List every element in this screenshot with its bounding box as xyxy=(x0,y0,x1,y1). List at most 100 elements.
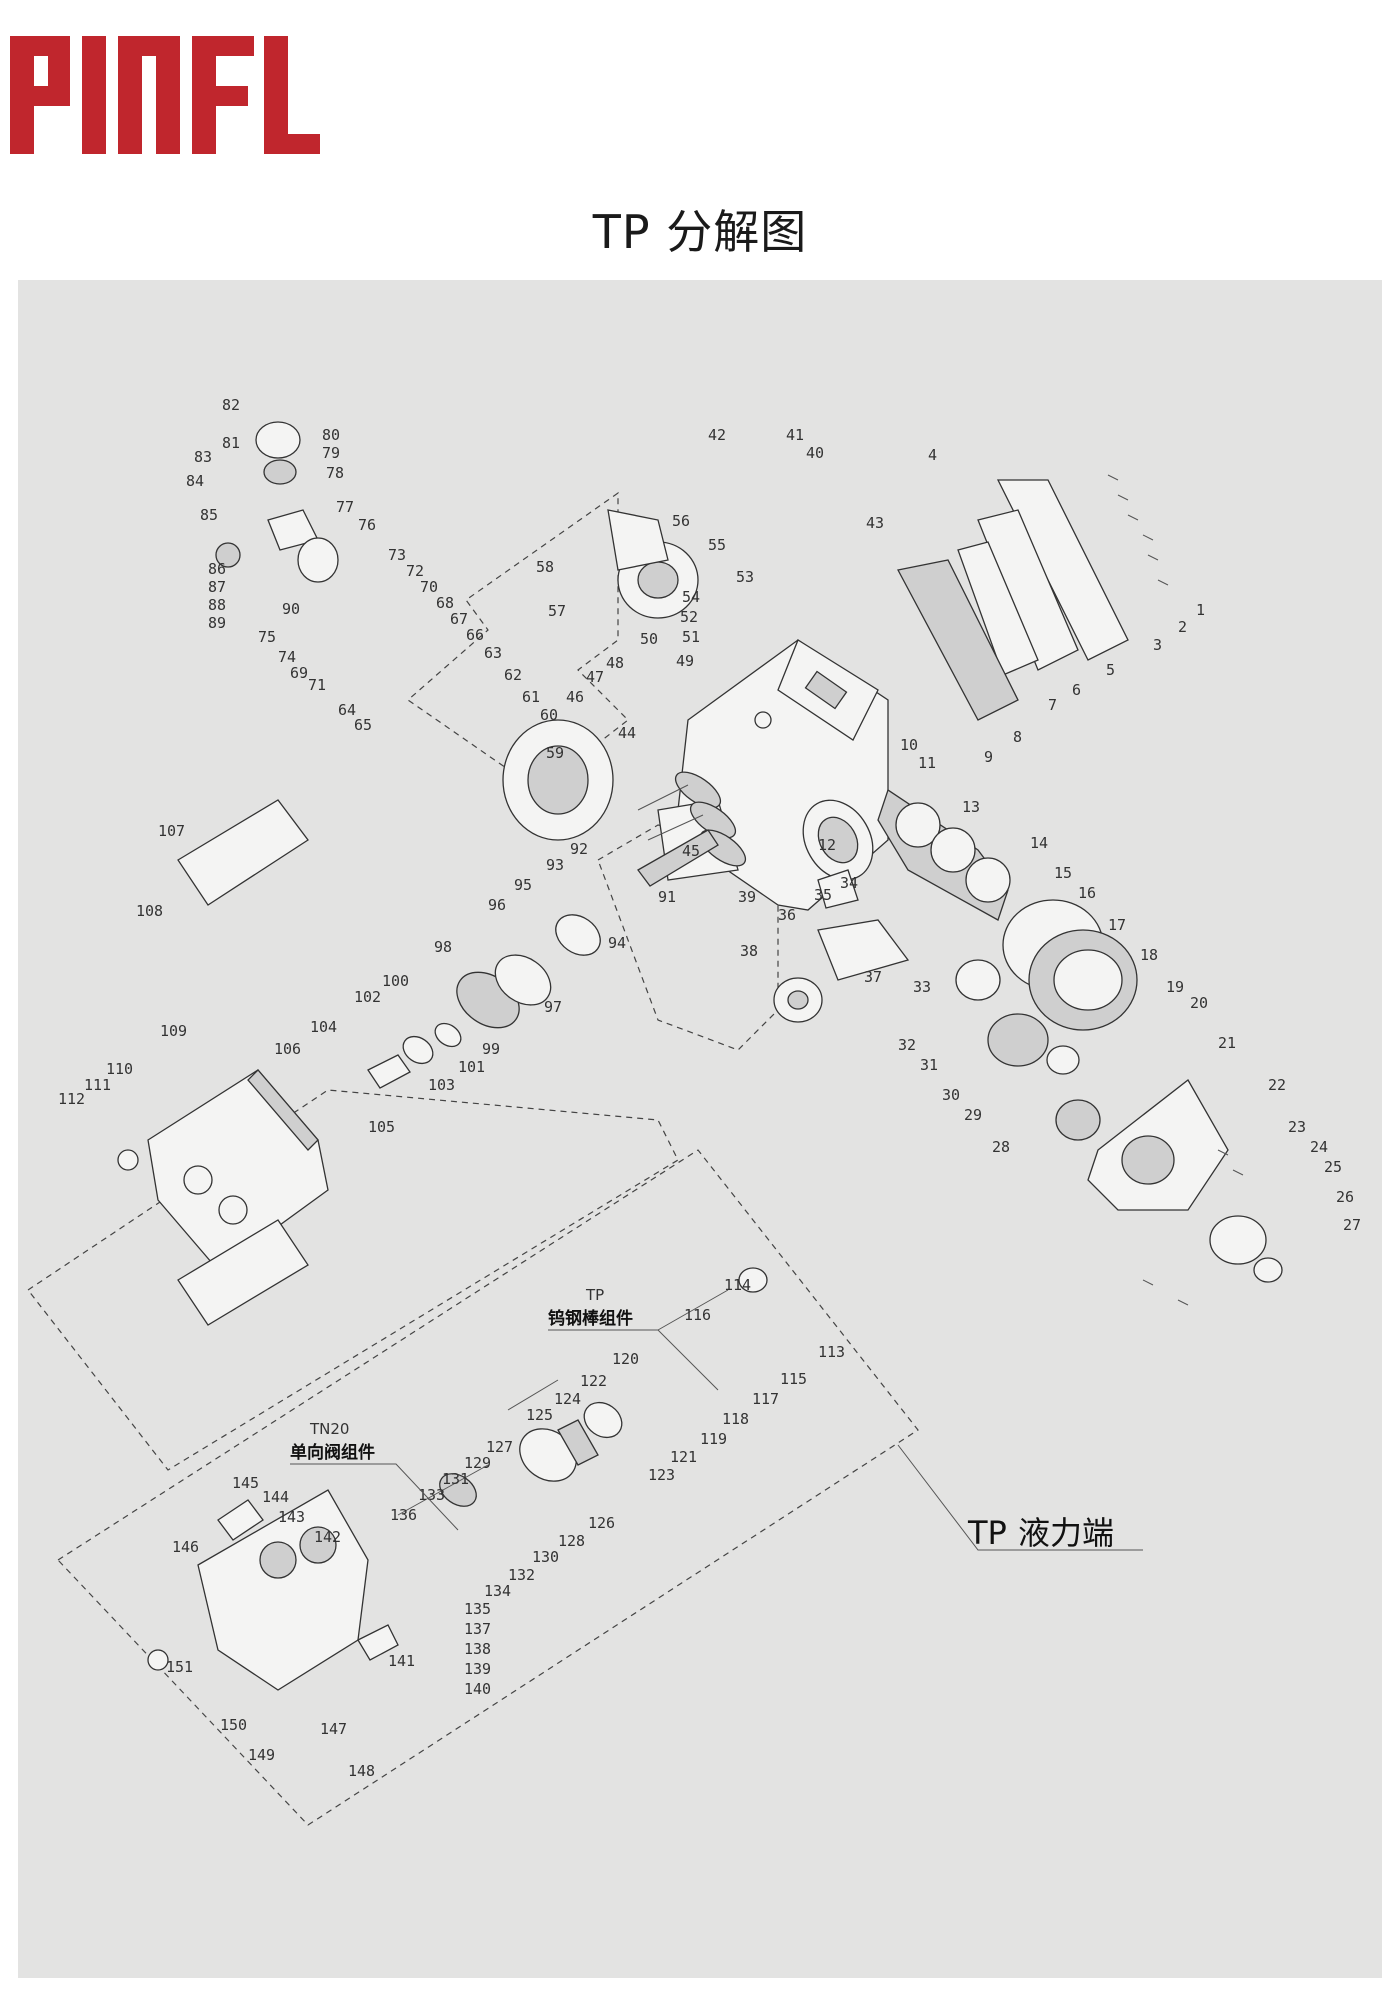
callout-81: 81 xyxy=(222,434,240,452)
fluid-end-group-boundary xyxy=(57,1149,919,1826)
callout-28: 28 xyxy=(992,1138,1010,1156)
callout-60: 60 xyxy=(540,706,558,724)
check-valve-assembly-label: TN20 单向阀组件 xyxy=(290,1420,459,1531)
callout-143: 143 xyxy=(278,1508,305,1526)
callout-119: 119 xyxy=(700,1430,727,1448)
callout-138: 138 xyxy=(464,1640,491,1658)
callout-69: 69 xyxy=(290,664,308,682)
callout-130: 130 xyxy=(532,1548,559,1566)
connecting-rod xyxy=(773,869,910,1023)
callout-34: 34 xyxy=(840,874,858,892)
manifold-block xyxy=(117,799,329,1326)
callout-4: 4 xyxy=(928,446,937,464)
callout-98: 98 xyxy=(434,938,452,956)
callout-144: 144 xyxy=(262,1488,289,1506)
callout-51: 51 xyxy=(682,628,700,646)
callout-103: 103 xyxy=(428,1076,455,1094)
callout-95: 95 xyxy=(514,876,532,894)
callout-129: 129 xyxy=(464,1454,491,1472)
callout-67: 67 xyxy=(450,610,468,628)
callout-99: 99 xyxy=(482,1040,500,1058)
callout-106: 106 xyxy=(274,1040,301,1058)
callout-54: 54 xyxy=(682,588,700,606)
callout-48: 48 xyxy=(606,654,624,672)
callout-128: 128 xyxy=(558,1532,585,1550)
callout-47: 47 xyxy=(586,668,604,686)
callout-20: 20 xyxy=(1190,994,1208,1012)
callout-135: 135 xyxy=(464,1600,491,1618)
tungsten-rod-model: TP xyxy=(585,1286,604,1304)
callout-33: 33 xyxy=(913,978,931,996)
callout-26: 26 xyxy=(1336,1188,1354,1206)
callout-72: 72 xyxy=(406,562,424,580)
gear-train xyxy=(955,899,1138,1141)
callout-14: 14 xyxy=(1030,834,1048,852)
callout-68: 68 xyxy=(436,594,454,612)
callout-11: 11 xyxy=(918,754,936,772)
callout-78: 78 xyxy=(326,464,344,482)
callout-46: 46 xyxy=(566,688,584,706)
callout-121: 121 xyxy=(670,1448,697,1466)
callout-104: 104 xyxy=(310,1018,337,1036)
gear-cover xyxy=(1087,1079,1283,1283)
callout-56: 56 xyxy=(672,512,690,530)
callout-37: 37 xyxy=(864,968,882,986)
callout-133: 133 xyxy=(418,1486,445,1504)
callout-111: 111 xyxy=(84,1076,111,1094)
callout-19: 19 xyxy=(1166,978,1184,996)
check-valve-model: TN20 xyxy=(309,1420,349,1438)
callout-151: 151 xyxy=(166,1658,193,1676)
callout-25: 25 xyxy=(1324,1158,1342,1176)
callout-52: 52 xyxy=(680,608,698,626)
bolt-clusters xyxy=(1107,474,1244,1306)
callout-18: 18 xyxy=(1140,946,1158,964)
callout-32: 32 xyxy=(898,1036,916,1054)
callout-39: 39 xyxy=(738,888,756,906)
callout-17: 17 xyxy=(1108,916,1126,934)
callout-41: 41 xyxy=(786,426,804,444)
callout-114: 114 xyxy=(724,1276,751,1294)
callout-109: 109 xyxy=(160,1022,187,1040)
callout-131: 131 xyxy=(442,1470,469,1488)
callout-127: 127 xyxy=(486,1438,513,1456)
callout-36: 36 xyxy=(778,906,796,924)
crankshaft xyxy=(877,788,1011,921)
callout-122: 122 xyxy=(580,1372,607,1390)
fluid-end-assembly-label: TP 液力端 xyxy=(967,1514,1114,1552)
callout-71: 71 xyxy=(308,676,326,694)
callout-15: 15 xyxy=(1054,864,1072,882)
callout-108: 108 xyxy=(136,902,163,920)
manifold-group-boundary xyxy=(27,1089,679,1471)
callout-59: 59 xyxy=(546,744,564,762)
callout-113: 113 xyxy=(818,1343,845,1361)
callout-126: 126 xyxy=(588,1514,615,1532)
callout-137: 137 xyxy=(464,1620,491,1638)
rear-cover xyxy=(502,509,699,841)
callout-86: 86 xyxy=(208,560,226,578)
callout-40: 40 xyxy=(806,444,824,462)
exploded-diagram-panel: 1 2 3 4 5 6 7 8 9 10 11 12 13 14 15 16 1… xyxy=(18,280,1382,1978)
callout-118: 118 xyxy=(722,1410,749,1428)
callout-50: 50 xyxy=(640,630,658,648)
callout-55: 55 xyxy=(708,536,726,554)
callout-150: 150 xyxy=(220,1716,247,1734)
callout-87: 87 xyxy=(208,578,226,596)
callout-105: 105 xyxy=(368,1118,395,1136)
callout-58: 58 xyxy=(536,558,554,576)
callout-139: 139 xyxy=(464,1660,491,1678)
callout-110: 110 xyxy=(106,1060,133,1078)
callout-80: 80 xyxy=(322,426,340,444)
callout-132: 132 xyxy=(508,1566,535,1584)
callout-65: 65 xyxy=(354,716,372,734)
callout-88: 88 xyxy=(208,596,226,614)
tungsten-rod-assembly-label: TP 钨钢棒组件 xyxy=(548,1286,719,1391)
cover-plates xyxy=(897,479,1129,721)
callout-66: 66 xyxy=(466,626,484,644)
check-valve-parts xyxy=(397,1267,768,1516)
callout-149: 149 xyxy=(248,1746,275,1764)
filter-cap-assembly xyxy=(215,421,339,583)
callout-120: 120 xyxy=(612,1350,639,1368)
callout-9: 9 xyxy=(984,748,993,766)
check-valve-name: 单向阀组件 xyxy=(290,1442,375,1463)
callout-100: 100 xyxy=(382,972,409,990)
